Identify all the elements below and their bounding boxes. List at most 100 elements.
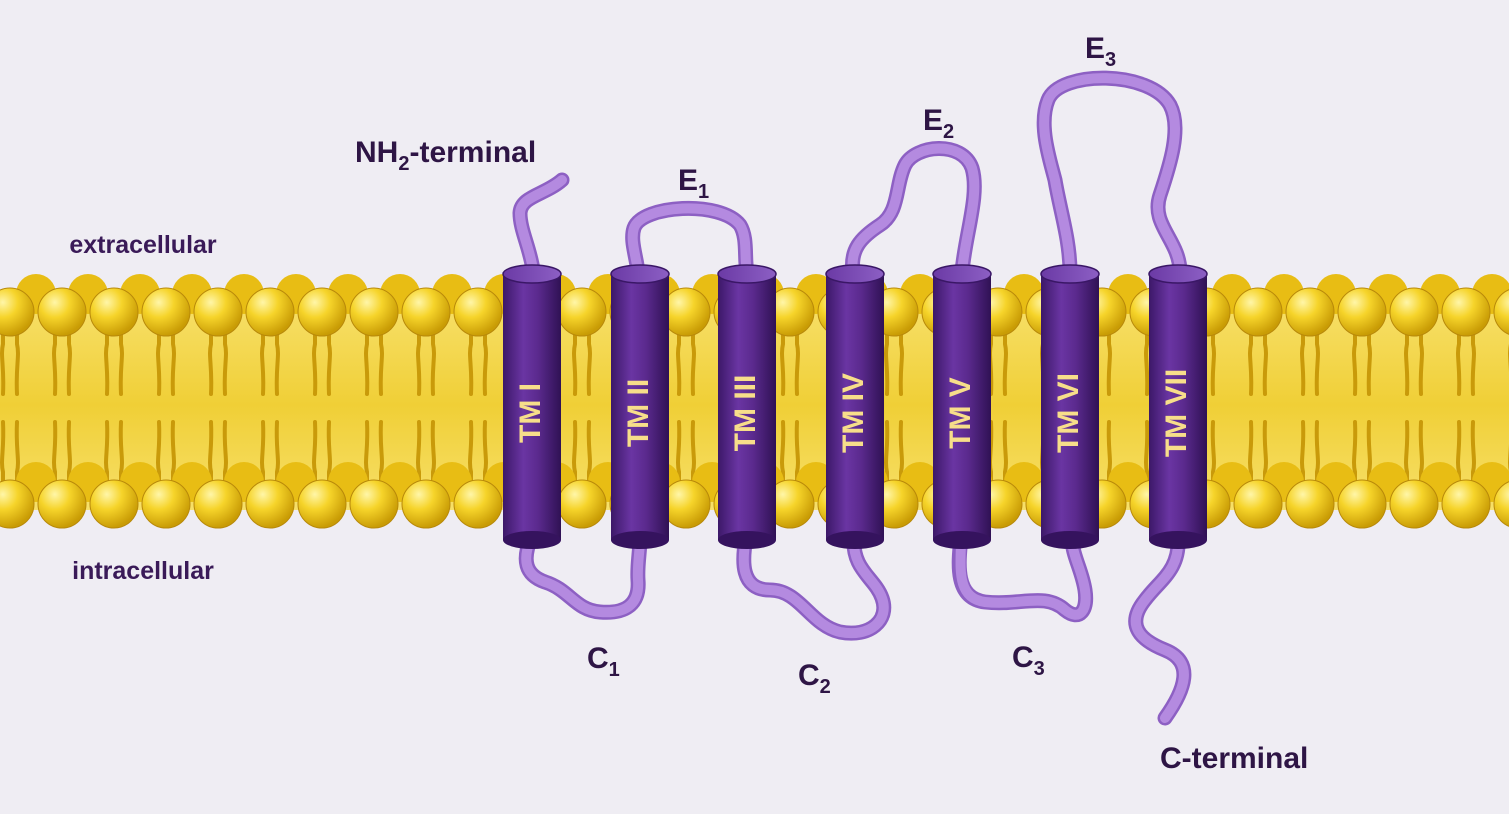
helix-tm-7: TM VII <box>1149 265 1207 549</box>
lipid-tail <box>1473 326 1474 394</box>
lipid-head <box>1286 480 1334 528</box>
helix-label: TM II <box>622 379 655 447</box>
lipid-tail <box>1250 326 1251 394</box>
lipid-head <box>1338 480 1386 528</box>
lipid-head <box>402 480 450 528</box>
lipid-head <box>298 480 346 528</box>
helix-top-cap <box>718 265 776 283</box>
c-terminal-label: C-terminal <box>1160 742 1308 775</box>
lipid-tail <box>381 326 382 394</box>
lipid-tail <box>1406 326 1407 394</box>
lipid-tail <box>2 422 3 490</box>
lipid-head <box>194 288 242 336</box>
lipid-tail <box>1458 326 1459 394</box>
helix-bottom-cap <box>1041 531 1099 549</box>
lipid-tail <box>418 326 419 394</box>
lipid-head <box>454 288 502 336</box>
lipid-tail <box>106 326 107 394</box>
lipid-head <box>558 288 606 336</box>
lipid-tail <box>121 326 122 394</box>
lipid-tail <box>433 326 434 394</box>
lipid-tail <box>589 326 590 394</box>
lipid-tail <box>678 326 679 394</box>
helix-tm-2: TM II <box>611 265 669 549</box>
lipid-head <box>662 288 710 336</box>
lipid-tail <box>1146 326 1147 394</box>
extracellular-loop-e1 <box>633 208 747 272</box>
helix-label: TM VII <box>1160 369 1193 457</box>
lipid-head <box>1390 288 1438 336</box>
lipid-head <box>246 288 294 336</box>
lipid-tail <box>54 326 55 394</box>
helix-tm-3: TM III <box>718 265 776 549</box>
c-terminal-tail <box>1136 538 1184 718</box>
lipid-head <box>142 288 190 336</box>
helix-tm-4: TM IV <box>826 265 884 549</box>
helix-label: TM V <box>944 377 977 449</box>
lipid-head <box>90 288 138 336</box>
lipid-head <box>38 480 86 528</box>
e1-label: E1 <box>678 164 709 203</box>
lipid-tail <box>262 326 263 394</box>
extracellular-loop-e3 <box>1044 78 1180 272</box>
lipid-tail <box>574 326 575 394</box>
lipid-tail <box>1265 326 1266 394</box>
helix-top-cap <box>933 265 991 283</box>
lipid-head <box>402 288 450 336</box>
lipid-tail <box>797 326 798 394</box>
lipid-tail <box>158 326 159 394</box>
intracellular-loop-c2 <box>744 538 884 633</box>
lipid-tail <box>901 326 902 394</box>
e2-label: E2 <box>923 104 954 143</box>
lipid-head <box>142 480 190 528</box>
lipid-head <box>1234 480 1282 528</box>
lipid-tail <box>2 326 3 394</box>
lipid-head <box>298 288 346 336</box>
lipid-tail <box>69 326 70 394</box>
lipid-tail <box>1302 326 1303 394</box>
lipid-tail <box>782 326 783 394</box>
helix-bottom-cap <box>611 531 669 549</box>
helix-top-cap <box>826 265 884 283</box>
lipid-tail <box>17 326 18 394</box>
lipid-tail <box>1317 326 1318 394</box>
lipid-head <box>1234 288 1282 336</box>
lipid-head <box>1442 480 1490 528</box>
helix-top-cap <box>503 265 561 283</box>
lipid-head <box>246 480 294 528</box>
c3-label: C3 <box>1012 641 1045 680</box>
lipid-head <box>194 480 242 528</box>
lipid-head <box>350 480 398 528</box>
extracellular-label: extracellular <box>69 231 217 259</box>
lipid-tail <box>1109 326 1110 394</box>
helix-label: TM IV <box>837 373 870 453</box>
extracellular-loop-e2 <box>852 148 974 272</box>
helix-bottom-cap <box>826 531 884 549</box>
lipid-tail <box>210 326 211 394</box>
helix-tm-6: TM VI <box>1041 265 1099 549</box>
intracellular-loop-c3 <box>959 538 1085 615</box>
lipid-tail <box>485 326 486 394</box>
helix-top-cap <box>1041 265 1099 283</box>
intracellular-loop-c1 <box>526 538 640 612</box>
intracellular-label: intracellular <box>72 557 214 585</box>
lipid-tail <box>329 326 330 394</box>
lipid-head <box>1442 288 1490 336</box>
lipid-head <box>1286 288 1334 336</box>
lipid-head <box>1390 480 1438 528</box>
c1-label: C1 <box>587 642 620 681</box>
helix-tm-5: TM V <box>933 265 991 549</box>
lipid-head <box>454 480 502 528</box>
helix-bottom-cap <box>933 531 991 549</box>
helix-bottom-cap <box>503 531 561 549</box>
helix-top-cap <box>611 265 669 283</box>
n-terminal-label: NH2-terminal <box>355 136 536 175</box>
lipid-head <box>662 480 710 528</box>
lipid-tail <box>886 326 887 394</box>
helix-bottom-cap <box>718 531 776 549</box>
lipid-tail <box>1213 326 1214 394</box>
helix-label: TM III <box>729 375 762 452</box>
lipid-tail <box>277 326 278 394</box>
lipid-tail <box>225 326 226 394</box>
